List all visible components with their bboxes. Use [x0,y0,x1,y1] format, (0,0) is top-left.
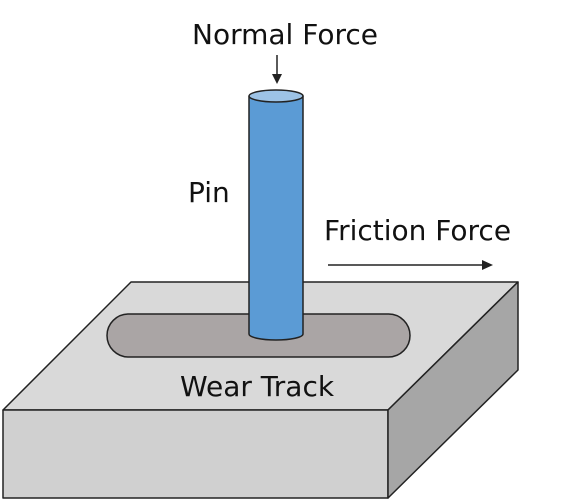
wear-track-label: Wear Track [180,370,335,403]
block-front-face [2,409,389,499]
block-side-face [387,281,519,499]
normal-force-label: Normal Force [192,18,378,51]
normal-force-arrow [272,55,282,84]
friction-force-arrow [328,260,493,270]
friction-force-label: Friction Force [324,214,511,247]
pin-cylinder-body [248,95,304,341]
pin-label: Pin [188,176,230,209]
pin-cylinder-top [248,89,304,103]
